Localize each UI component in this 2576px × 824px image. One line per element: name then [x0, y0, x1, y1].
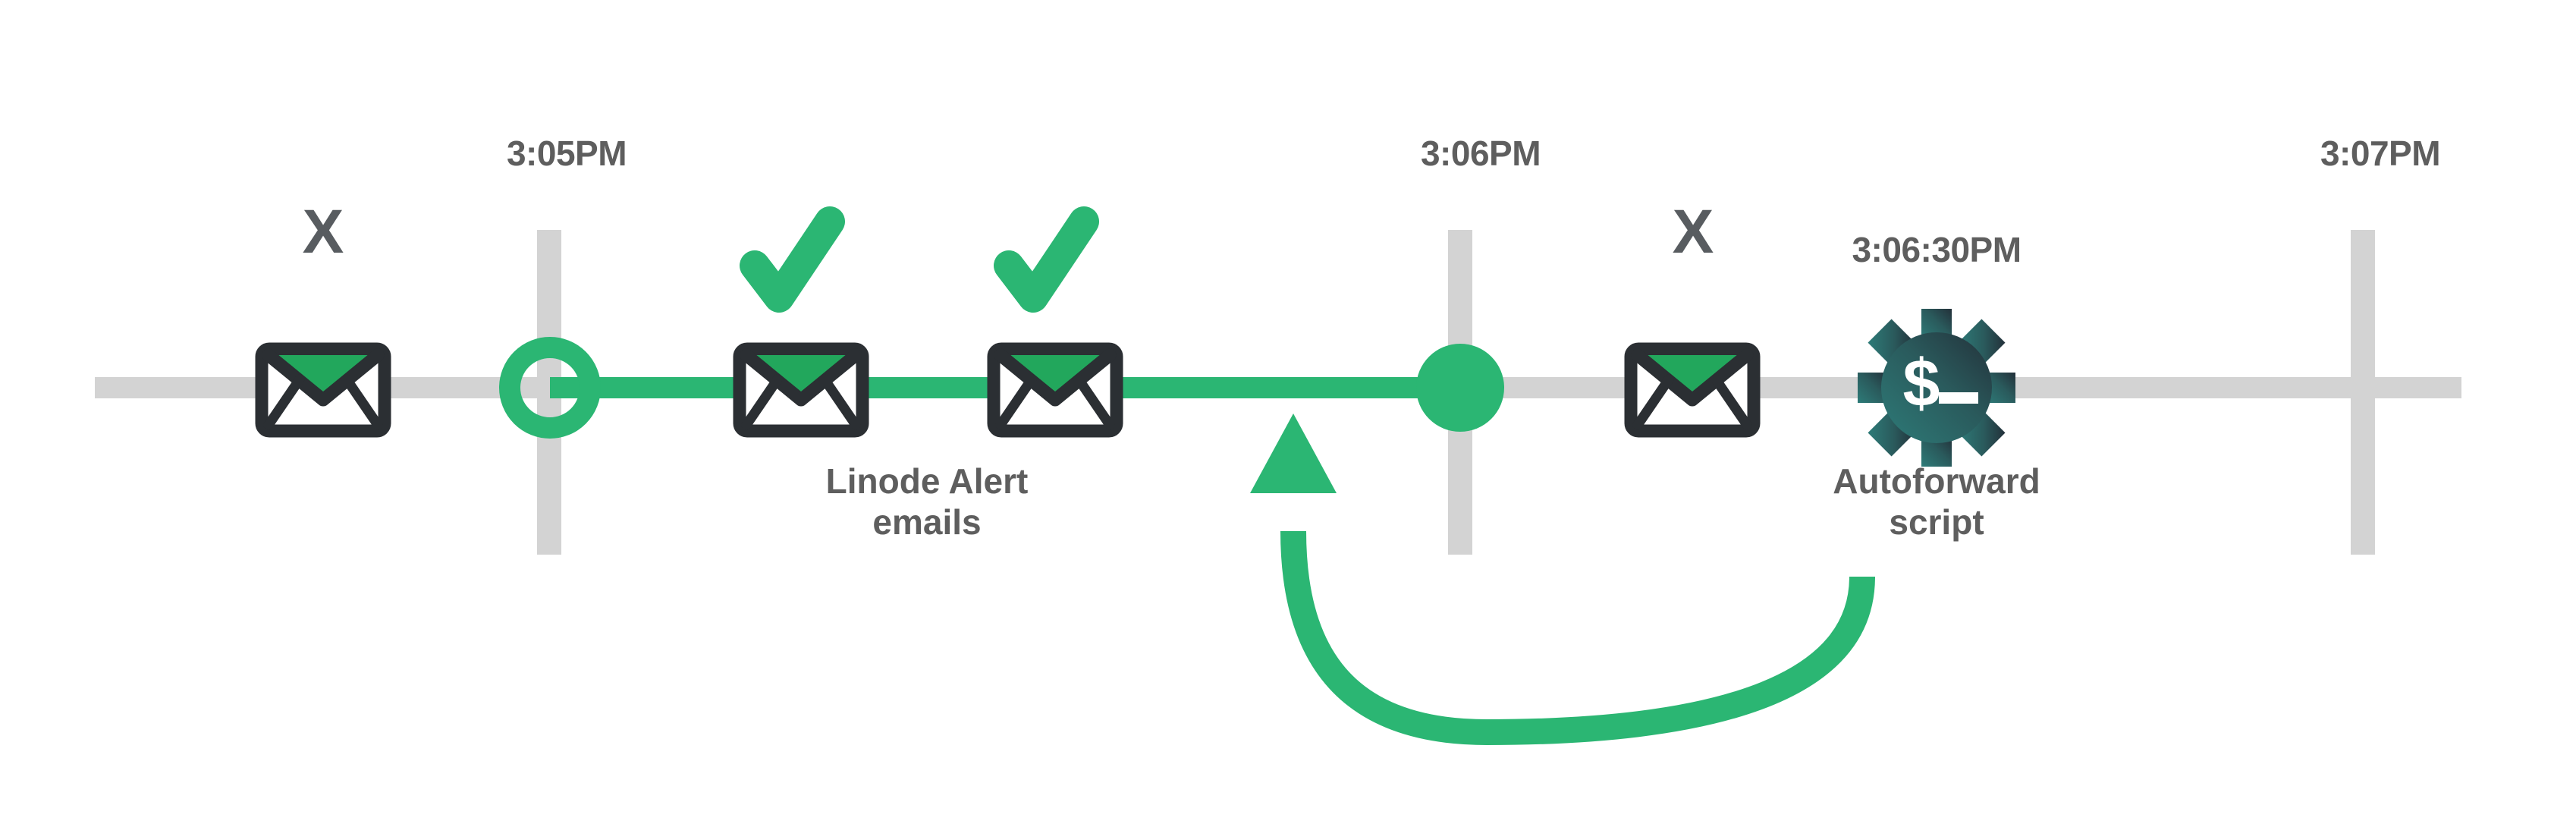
status-x-icon-2: X [1672, 197, 1714, 266]
time-label-306: 3:06PM [1420, 134, 1541, 173]
caption-script-line2: script [1889, 502, 1984, 542]
caption-linode-line2: emails [872, 502, 982, 542]
status-x-icon-1: X [302, 197, 344, 266]
envelope-icon-2 [733, 342, 869, 438]
marker-dot-end [1416, 344, 1504, 432]
caption-linode-alert-emails: Linode Alert emails [826, 461, 1029, 543]
check-icon-2 [994, 206, 1099, 313]
caption-linode-line1: Linode Alert [825, 461, 1029, 501]
script-time-label: 3:06:30PM [1852, 230, 2022, 269]
time-label-307: 3:07PM [2320, 134, 2441, 173]
tick-mark-307 [2351, 230, 2375, 555]
time-label-305: 3:05PM [506, 134, 627, 173]
envelope-icon-1 [255, 342, 391, 438]
check-icon-1 [740, 206, 845, 313]
svg-text:$: $ [1903, 345, 1940, 420]
caption-script-line1: Autoforward [1833, 461, 2040, 501]
envelope-icon-4 [1624, 342, 1761, 438]
gear-script-icon: $ [1858, 309, 2015, 467]
marker-ring-start [499, 337, 601, 439]
feedback-arrow [1250, 414, 1875, 746]
envelope-icon-3 [987, 342, 1123, 438]
caption-autoforward-script: Autoforward script [1833, 461, 2040, 543]
